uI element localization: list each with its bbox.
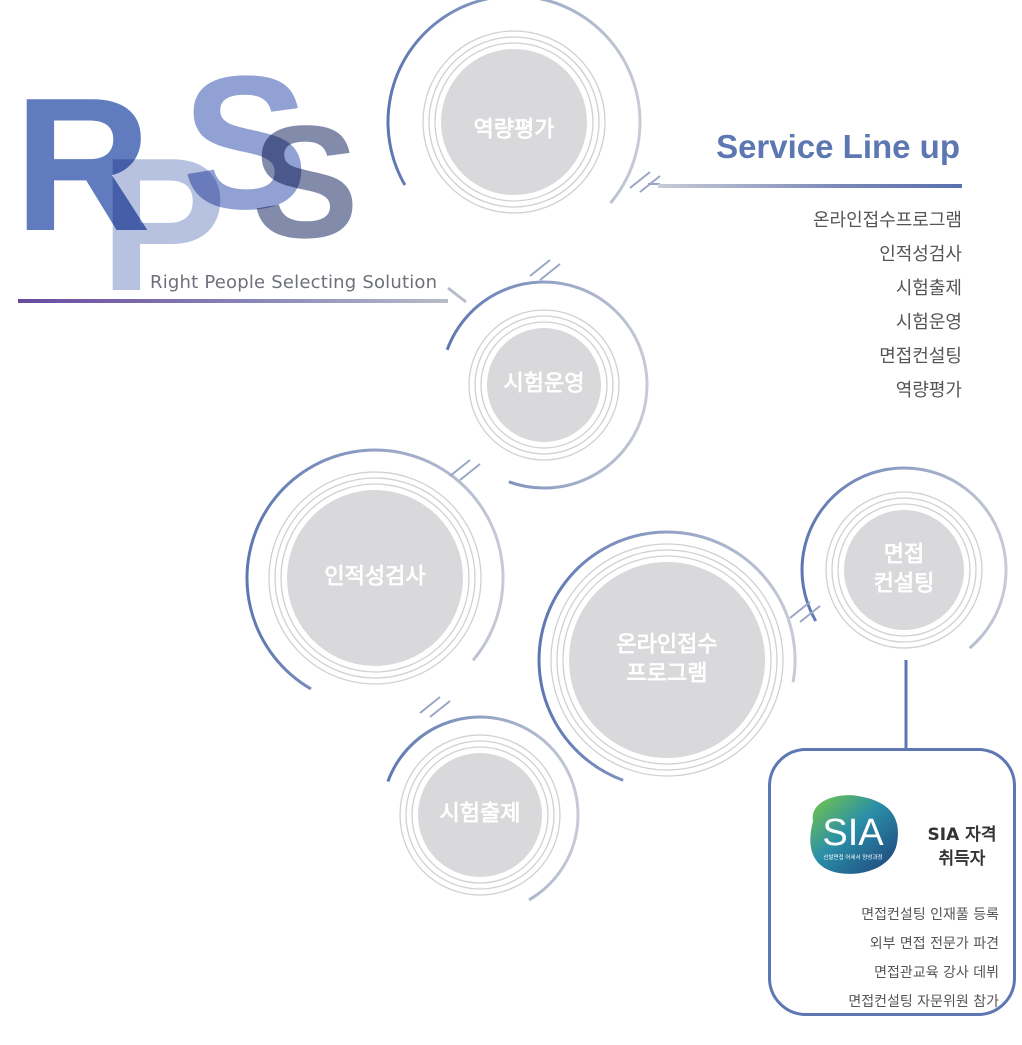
ring-aptitude-test xyxy=(280,483,470,673)
node-label-aptitude-test: 인적성검사 xyxy=(324,564,426,590)
ring-competency xyxy=(428,36,600,208)
service-title-underline xyxy=(658,184,962,188)
sia-logo: SIA 선발면접 어세서 양성과정 xyxy=(810,795,898,874)
ring-online-application xyxy=(556,549,778,771)
outer-arc-interview-consulting xyxy=(800,466,1008,650)
ring-aptitude-test xyxy=(274,477,476,679)
logo-letter-s1: S xyxy=(182,37,309,249)
sia-qualification-box: SIA 선발면접 어세서 양성과정 SIA 자격 취득자 면접컨설팅 인재풀 등… xyxy=(768,748,1016,1016)
logo-letter-s2: S xyxy=(252,92,359,271)
connector-slash-b-4 xyxy=(799,605,821,623)
connector-slash-b-1 xyxy=(539,263,561,281)
sia-item: 면접컨설팅 자문위원 참가 xyxy=(848,994,999,1010)
sia-item: 면접관교육 강사 데뷔 xyxy=(874,965,999,981)
node-label-interview-consulting: 면접 컨설팅 xyxy=(873,542,935,596)
outer-arc-exam-writing xyxy=(386,715,580,902)
service-item: 시험출제 xyxy=(895,278,962,299)
node-label-online-application: 온라인접수 프로그램 xyxy=(616,632,718,686)
sia-logo-text: SIA xyxy=(822,812,884,854)
service-item: 시험운영 xyxy=(895,312,962,333)
connector-slash-0 xyxy=(629,171,651,189)
ring-online-application xyxy=(562,555,772,765)
sia-logo-subtext: 선발면접 어세서 양성과정 xyxy=(823,853,882,861)
service-list: 온라인접수프로그램 인적성검사 시험출제 시험운영 면접컨설팅 역량평가 xyxy=(813,204,962,408)
logo-letter-r: R xyxy=(14,59,152,271)
connector-slash-3 xyxy=(419,696,441,714)
service-title: Service Line up xyxy=(716,128,960,165)
ring-exam-operation xyxy=(468,309,620,461)
outer-arc-online-application xyxy=(537,530,797,782)
node-label-exam-operation: 시험운영 xyxy=(503,371,585,397)
service-item: 온라인접수프로그램 xyxy=(812,210,962,231)
ring-interview-consulting xyxy=(831,497,977,643)
circle-exam-operation xyxy=(487,328,601,442)
circle-online-application xyxy=(569,562,765,758)
sia-item: 외부 면접 전문가 파견 xyxy=(869,936,999,952)
connector-slash-2 xyxy=(449,459,471,477)
service-item: 면접컨설팅 xyxy=(879,346,962,367)
ring-exam-writing xyxy=(411,746,549,884)
ring-exam-writing xyxy=(399,734,561,896)
connector-slash-4 xyxy=(789,601,811,619)
tagline-underline xyxy=(18,299,448,303)
ring-competency xyxy=(434,42,594,202)
ring-online-application xyxy=(550,543,784,777)
circle-exam-writing xyxy=(418,753,542,877)
circle-interview-consulting xyxy=(844,510,964,630)
tagline-arrow-tip xyxy=(447,286,467,304)
sia-item-list: 면접컨설팅 인재풀 등록 외부 면접 전문가 파견 면접관교육 강사 데뷔 면접… xyxy=(848,901,999,1017)
ring-exam-operation xyxy=(474,315,614,455)
sia-item: 면접컨설팅 인재풀 등록 xyxy=(861,907,999,923)
ring-aptitude-test xyxy=(268,471,482,685)
ring-competency xyxy=(422,30,606,214)
outer-arc-exam-operation xyxy=(445,280,649,490)
connector-slash-1 xyxy=(529,259,551,277)
node-label-exam-writing: 시험출제 xyxy=(439,801,521,827)
service-item: 인적성검사 xyxy=(879,244,962,265)
sia-title: SIA 자격 취득자 xyxy=(927,825,997,869)
ring-interview-consulting xyxy=(825,491,983,649)
service-item: 역량평가 xyxy=(895,380,962,401)
connector-slash-b-3 xyxy=(429,700,451,718)
rpss-logo: R P S S Right People Selecting Solution xyxy=(0,0,480,320)
ring-interview-consulting xyxy=(837,503,971,637)
logo-letter-p: P xyxy=(100,119,227,331)
ring-exam-operation xyxy=(480,321,608,449)
circle-aptitude-test xyxy=(287,490,463,666)
outer-arc-competency xyxy=(386,0,642,204)
ring-exam-writing xyxy=(405,740,555,890)
outer-arc-aptitude-test xyxy=(245,448,505,691)
node-label-competency: 역량평가 xyxy=(473,117,555,143)
logo-tagline: Right People Selecting Solution xyxy=(150,272,438,293)
connector-slash-b-2 xyxy=(459,463,481,481)
circle-competency xyxy=(441,49,587,195)
